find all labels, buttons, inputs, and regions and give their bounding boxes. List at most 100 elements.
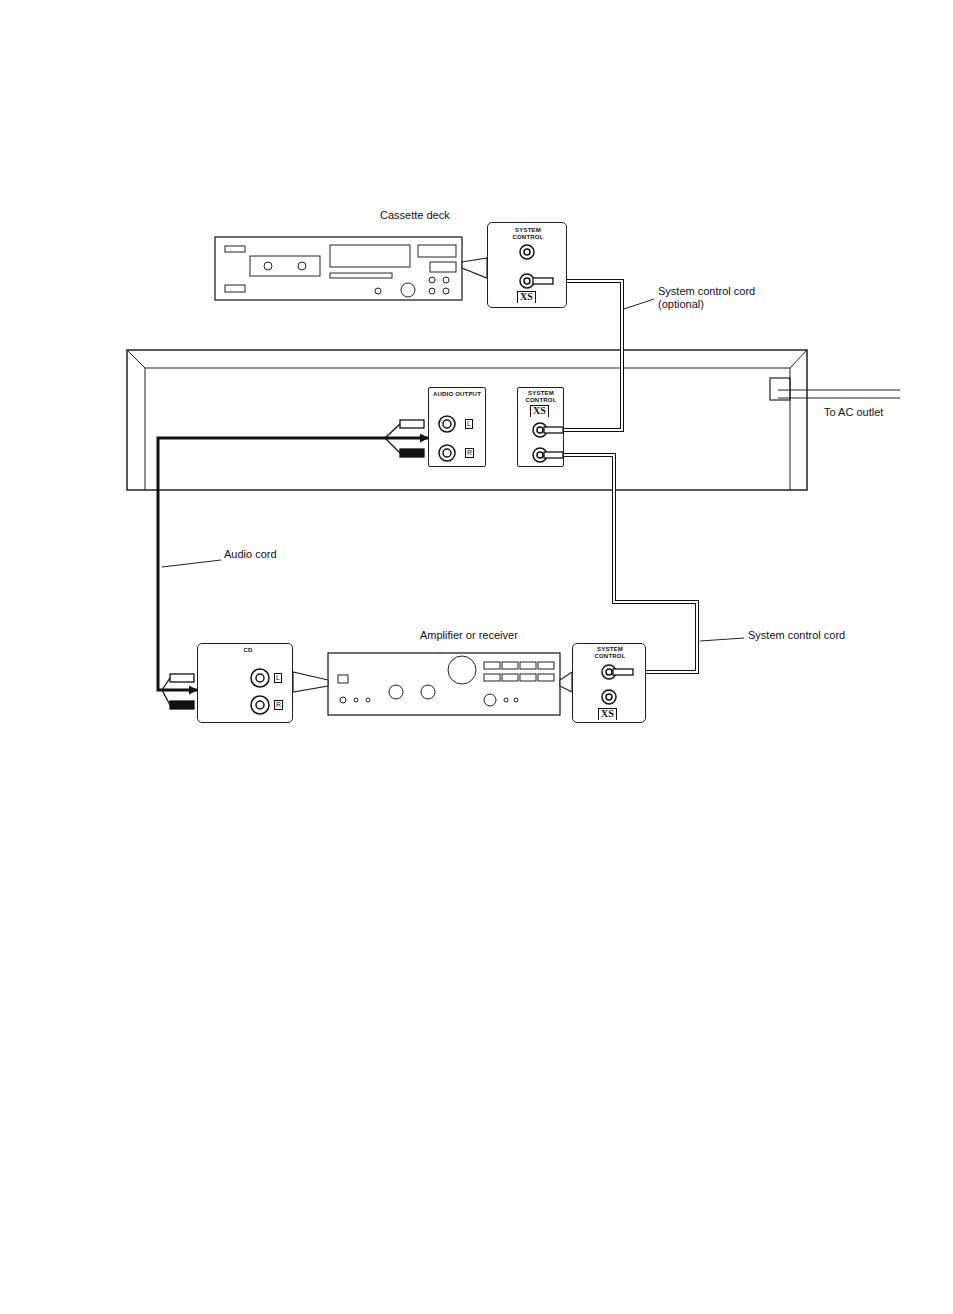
drawing-stroke	[462, 258, 487, 278]
drawing-stroke	[443, 288, 449, 294]
jacks	[251, 245, 616, 714]
cord-label: Audio cord	[224, 548, 277, 561]
drawing-stroke	[421, 685, 435, 699]
drawing-stroke	[225, 285, 245, 292]
component-heading: Amplifier or receiver	[420, 629, 518, 641]
drawing-stroke	[400, 420, 424, 428]
audio-cord	[158, 438, 428, 690]
drawing-stroke	[251, 696, 269, 714]
audio-output-panel: AUDIO OUTPUT L R	[428, 387, 486, 467]
drawing-stroke	[293, 672, 328, 692]
drawing-stroke	[443, 277, 449, 283]
drawing-stroke	[375, 288, 381, 294]
drawing-stroke	[520, 662, 536, 669]
plugs	[162, 278, 633, 709]
drawing-stroke	[537, 427, 543, 433]
drawing-stroke	[389, 685, 403, 699]
drawing-stroke	[354, 698, 358, 702]
drawing-stroke	[330, 273, 392, 278]
drawing-stroke	[520, 245, 534, 259]
drawing-stroke	[484, 694, 496, 706]
channel-mark: L	[274, 673, 282, 683]
drawing-stroke	[162, 560, 221, 567]
drawing-stroke	[778, 389, 900, 390]
panel-label: AUDIO OUTPUT	[431, 391, 483, 398]
channel-mark: R	[465, 448, 474, 458]
drawing-stroke	[162, 690, 170, 705]
drawing-stroke	[524, 278, 530, 284]
drawing-stroke	[520, 274, 534, 288]
drawing-stroke	[401, 283, 415, 297]
drawing-stroke	[533, 278, 553, 284]
system-control-callout: SYSTEM CONTROLXS	[487, 222, 567, 308]
drawing-stroke	[484, 662, 500, 669]
drawing-stroke	[385, 424, 400, 438]
drawing-stroke	[443, 449, 451, 457]
note-label: To AC outlet	[824, 406, 883, 419]
drawing-stroke	[256, 701, 264, 709]
drawing-stroke	[127, 350, 807, 490]
drawing-stroke	[524, 249, 530, 255]
channel-mark: R	[274, 700, 283, 710]
drawing-stroke	[385, 438, 400, 453]
drawing-stroke	[418, 245, 456, 257]
drawing-stroke	[538, 662, 554, 669]
drawing-stroke	[429, 288, 435, 294]
drawing-stroke	[430, 262, 456, 272]
cassette-deck	[215, 237, 487, 300]
drawing-stroke	[443, 420, 451, 428]
drawing-stroke	[366, 698, 370, 702]
drawing-stroke	[606, 694, 612, 700]
panel-label: CD	[238, 647, 258, 654]
panel-label: SYSTEM CONTROL	[521, 390, 561, 403]
drawing-stroke	[439, 445, 455, 461]
drawing-stroke	[544, 452, 563, 458]
drawing-stroke	[502, 662, 518, 669]
system-control-callout: SYSTEM CONTROL XS	[572, 643, 646, 723]
cord-core	[564, 281, 622, 430]
drawing-stroke	[790, 350, 807, 368]
cord-group	[564, 455, 697, 672]
cd-player-rear-panel	[127, 350, 900, 490]
cord-label: System control cord (optional)	[658, 285, 770, 311]
channel-mark: L	[465, 419, 473, 429]
drawing-stroke	[250, 256, 320, 276]
drawing-stroke	[502, 674, 518, 681]
drawing-stroke	[330, 245, 410, 267]
drawing-stroke	[778, 397, 900, 398]
drawing-stroke	[770, 378, 790, 400]
drawing-stroke	[170, 701, 194, 709]
drawing-stroke	[400, 449, 424, 457]
drawing-stroke	[624, 299, 654, 309]
system-control-cord	[564, 281, 622, 430]
drawing-stroke	[613, 669, 633, 675]
drawing-stroke	[298, 262, 306, 270]
logo-text: XS	[530, 405, 549, 417]
drawing-stroke	[560, 672, 572, 692]
logo-text: XS	[598, 708, 617, 720]
logo-text: XS	[517, 291, 536, 303]
panel-label: SYSTEM CONTROL	[590, 646, 630, 659]
leader-lines	[162, 299, 744, 641]
system-control-cord	[564, 455, 697, 672]
system-control-panel: SYSTEM CONTROL XS	[517, 387, 564, 467]
drawing-stroke	[504, 698, 508, 702]
drawing-stroke	[700, 638, 744, 641]
drawing-stroke	[340, 697, 346, 703]
drawing-stroke	[162, 678, 170, 690]
drawing-stroke	[338, 675, 348, 683]
drawing-stroke	[170, 674, 194, 682]
drawing-stroke	[484, 674, 500, 681]
component-heading: Cassette deck	[380, 209, 450, 221]
drawing-stroke	[602, 690, 616, 704]
cd-input-callout: CD L R	[197, 643, 293, 723]
drawing-stroke	[448, 656, 476, 684]
amplifier-node: Amplifier or receiver	[328, 626, 560, 715]
drawing-stroke	[537, 452, 543, 458]
cord-core	[564, 455, 697, 672]
drawing-stroke	[544, 427, 563, 433]
